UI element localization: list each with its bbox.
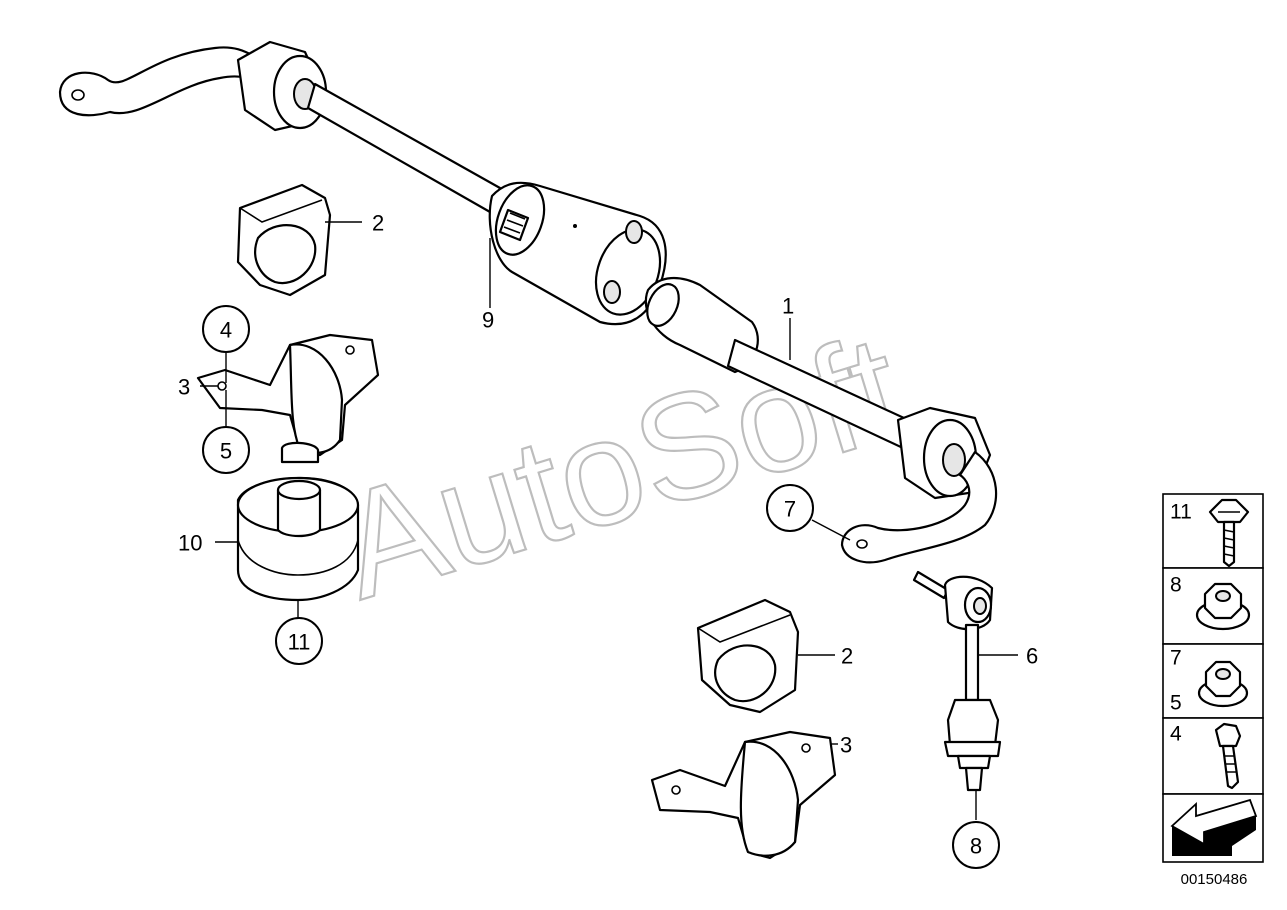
- legend-label-8: 8: [1170, 574, 1182, 597]
- callout-label-9: 9: [482, 308, 494, 333]
- hardware-legend: 11 8 7 5 4: [1162, 493, 1264, 863]
- watermark-text: AutoSoft: [320, 302, 919, 631]
- callout-label-3-lower: 3: [840, 733, 852, 758]
- callout-label-2-lower: 2: [841, 644, 853, 669]
- stabilizer-link[interactable]: [912, 570, 1002, 792]
- legend-label-11: 11: [1170, 501, 1192, 524]
- callout-7: 7: [766, 484, 814, 532]
- callout-label-3-upper: 3: [178, 375, 190, 400]
- callout-label-10: 10: [178, 531, 202, 556]
- callout-label-7: 7: [784, 497, 796, 522]
- callout-8: 8: [952, 821, 1000, 869]
- leader-lines: [200, 221, 1018, 820]
- callout-4: 4: [202, 305, 250, 353]
- callout-label-8: 8: [970, 834, 982, 859]
- callout-label-5: 5: [220, 439, 232, 464]
- flange-nut-icon: [1195, 582, 1251, 631]
- rubber-mount-upper[interactable]: [236, 183, 332, 297]
- callout-label-1: 1: [782, 294, 794, 319]
- direction-arrow-icon: [1170, 798, 1258, 856]
- flange-bolt-icon: [1208, 498, 1250, 568]
- rubber-buffer[interactable]: [236, 476, 360, 602]
- callout-label-4: 4: [220, 318, 232, 343]
- callout-label-11: 11: [288, 630, 311, 655]
- legend-label-7: 7: [1170, 647, 1182, 670]
- callout-5: 5: [202, 426, 250, 474]
- stabilizer-bar[interactable]: [58, 40, 998, 564]
- hex-nut-icon: [1197, 660, 1249, 708]
- legend-label-4: 4: [1170, 723, 1182, 746]
- mounting-bracket-lower[interactable]: [650, 730, 837, 860]
- callout-11: 11: [275, 617, 323, 665]
- hex-bolt-icon: [1214, 722, 1242, 790]
- callout-label-6: 6: [1026, 644, 1038, 669]
- legend-label-5: 5: [1170, 692, 1182, 715]
- rubber-mount-lower[interactable]: [696, 598, 800, 714]
- diagram-id: 00150486: [1181, 871, 1248, 888]
- callout-label-2-upper: 2: [372, 211, 384, 236]
- mounting-bracket-upper[interactable]: [196, 333, 380, 464]
